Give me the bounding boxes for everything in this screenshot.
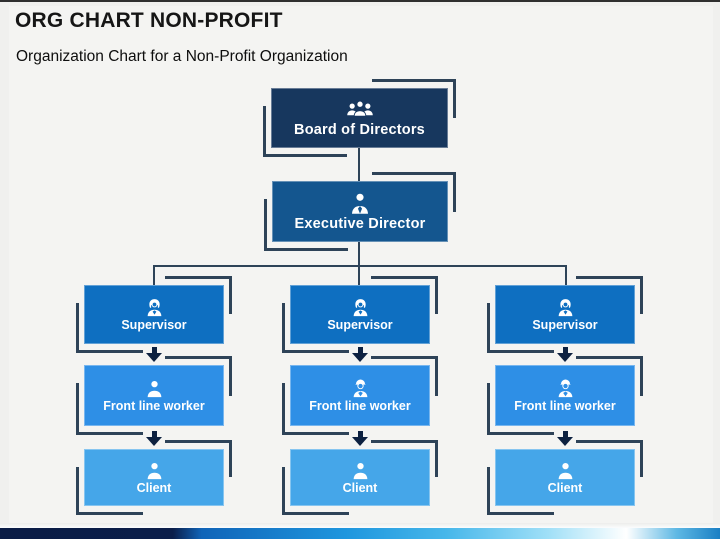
org-node-box: Supervisor [290, 285, 430, 344]
org-node-box: Client [290, 449, 430, 506]
org-node-label: Supervisor [327, 318, 393, 333]
org-node-label: Supervisor [121, 318, 187, 333]
female-person-icon [353, 299, 367, 317]
worker-cap-icon [353, 379, 367, 398]
org-node-label: Board of Directors [294, 121, 425, 138]
org-node-client-1: Client [76, 440, 232, 515]
org-node-supervisor-3: Supervisor [487, 276, 643, 353]
org-node-box: Front line worker [290, 365, 430, 426]
person-icon [558, 463, 572, 480]
group-people-icon [346, 100, 373, 117]
org-node-box: Executive Director [272, 181, 448, 242]
female-person-icon [147, 299, 161, 317]
person-icon [353, 463, 367, 480]
connector-exec-drop [358, 242, 360, 285]
org-node-supervisor-2: Supervisor [282, 276, 438, 353]
org-node-label: Supervisor [532, 318, 598, 333]
bottom-accent-bar [0, 528, 720, 539]
org-node-client-2: Client [282, 440, 438, 515]
org-node-supervisor-1: Supervisor [76, 276, 232, 353]
top-border-line [0, 0, 720, 2]
org-node-box: Supervisor [495, 285, 635, 344]
down-arrow-icon [352, 347, 368, 362]
down-arrow-icon [557, 431, 573, 446]
org-node-label: Client [342, 481, 378, 496]
businessman-icon [351, 193, 369, 214]
page-title: ORG CHART NON-PROFIT [15, 9, 283, 32]
connector-horizontal [153, 265, 567, 267]
org-node-label: Front line worker [514, 399, 616, 414]
down-arrow-icon [146, 431, 162, 446]
org-node-box: Board of Directors [271, 88, 448, 148]
person-icon [147, 463, 161, 480]
org-node-box: Client [495, 449, 635, 506]
org-node-executive-director: Executive Director [264, 172, 456, 251]
person-icon [147, 381, 161, 398]
org-node-box: Front line worker [495, 365, 635, 426]
connector-drop-right [565, 265, 567, 285]
org-node-box: Supervisor [84, 285, 224, 344]
org-node-label: Client [136, 481, 172, 496]
down-arrow-icon [146, 347, 162, 362]
female-person-icon [558, 299, 572, 317]
org-node-box: Client [84, 449, 224, 506]
org-node-label: Front line worker [103, 399, 205, 414]
footer-light-strip [0, 523, 720, 528]
worker-cap-icon [558, 379, 572, 398]
org-node-front-line-worker-1: Front line worker [76, 356, 232, 435]
org-node-label: Executive Director [294, 215, 426, 232]
org-node-label: Client [547, 481, 583, 496]
page-subtitle: Organization Chart for a Non-Profit Orga… [16, 48, 348, 65]
connector-board-exec [358, 148, 360, 181]
org-node-label: Front line worker [309, 399, 411, 414]
org-node-front-line-worker-3: Front line worker [487, 356, 643, 435]
down-arrow-icon [557, 347, 573, 362]
connector-drop-left [153, 265, 155, 285]
org-node-board-of-directors: Board of Directors [263, 79, 456, 157]
org-node-client-3: Client [487, 440, 643, 515]
down-arrow-icon [352, 431, 368, 446]
org-node-front-line-worker-2: Front line worker [282, 356, 438, 435]
org-node-box: Front line worker [84, 365, 224, 426]
